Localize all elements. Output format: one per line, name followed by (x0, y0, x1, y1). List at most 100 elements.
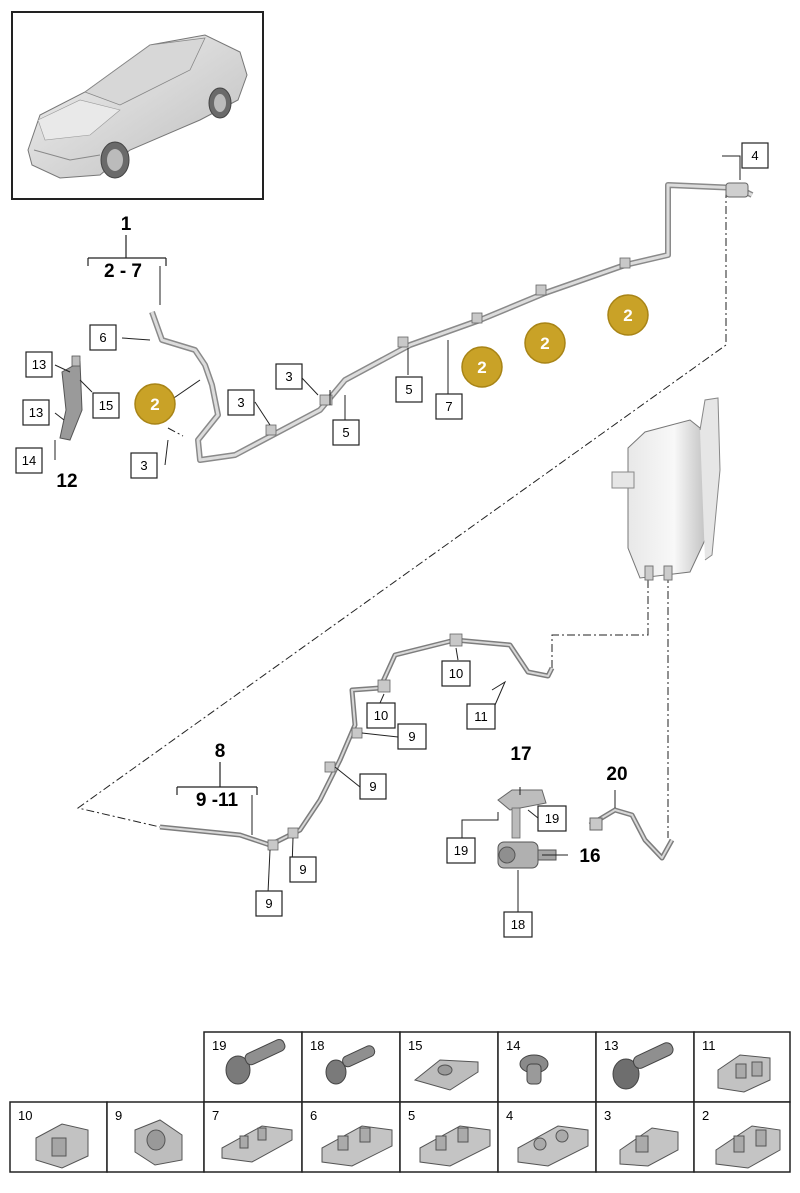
table-cell-number: 13 (604, 1038, 618, 1053)
callout-13-bottom: 13 (22, 399, 50, 426)
assembly-8-range: 9 -11 (196, 790, 239, 811)
callout-18: 18 (503, 911, 533, 938)
callout-5-a: 5 (395, 376, 423, 403)
badge-2-d: 2 (607, 294, 649, 336)
svg-text:2: 2 (477, 358, 486, 377)
callout-9-a: 9 (397, 723, 427, 750)
callout-19-a: 19 (537, 805, 567, 832)
badges: 2 2 2 2 (134, 294, 649, 425)
callout-5-b: 5 (332, 419, 360, 446)
svg-text:9: 9 (408, 729, 415, 744)
svg-text:10: 10 (374, 708, 388, 723)
bracket-12 (59, 355, 83, 441)
leader-lines (54, 155, 741, 912)
pipe-holder-icon (517, 1125, 589, 1167)
callout-6: 6 (89, 324, 117, 351)
upper-pipe-assembly (149, 182, 754, 463)
assembly-12-number: 12 (56, 471, 77, 492)
badge-2-a: 2 (134, 383, 176, 425)
clip-icon (134, 1119, 183, 1166)
svg-text:19: 19 (454, 843, 468, 858)
callout-19-b: 19 (446, 837, 476, 864)
svg-text:14: 14 (22, 453, 36, 468)
callout-4: 4 (741, 142, 769, 169)
clip-nut-icon (413, 1059, 479, 1091)
svg-text:10: 10 (449, 666, 463, 681)
svg-text:2: 2 (540, 334, 549, 353)
lower-pipe-assembly (159, 633, 555, 851)
assembly-16-number: 16 (579, 846, 600, 867)
table-cell-number: 19 (212, 1038, 226, 1053)
callout-9-b: 9 (359, 773, 387, 800)
callout-3-c: 3 (130, 452, 158, 479)
svg-text:5: 5 (405, 382, 412, 397)
svg-text:3: 3 (285, 369, 292, 384)
callout-3-b: 3 (227, 389, 255, 416)
svg-text:3: 3 (237, 395, 244, 410)
svg-text:7: 7 (445, 399, 452, 414)
callout-11: 11 (466, 703, 496, 730)
svg-text:4: 4 (751, 148, 758, 163)
callout-15: 15 (92, 392, 120, 419)
svg-text:9: 9 (265, 896, 272, 911)
svg-text:13: 13 (32, 357, 46, 372)
svg-text:5: 5 (342, 425, 349, 440)
pipe-holder-icon (321, 1125, 393, 1167)
parts-table: 19 18 15 14 13 11 10 9 7 6 5 4 3 2 (9, 1031, 791, 1173)
pipe-holder-icon (419, 1125, 491, 1167)
rivet-icon (519, 1054, 549, 1085)
callout-9-d: 9 (255, 890, 283, 917)
car-illustration (27, 34, 248, 179)
assembly-8-number: 8 (215, 741, 226, 762)
table-cell-number: 3 (604, 1108, 611, 1123)
pipe-holder-icon (619, 1127, 679, 1167)
callout-7: 7 (435, 393, 463, 420)
svg-text:13: 13 (29, 405, 43, 420)
assembly-labels: 1 2 - 7 12 8 9 -11 17 20 16 (56, 214, 627, 867)
svg-text:19: 19 (545, 811, 559, 826)
table-cell-number: 10 (18, 1108, 32, 1123)
callout-10-a: 10 (441, 660, 471, 687)
dash-dot-lines (76, 190, 727, 838)
table-cell-number: 14 (506, 1038, 520, 1053)
bolt-icon (612, 1042, 674, 1090)
table-cell-number: 9 (115, 1108, 122, 1123)
table-cell-number: 15 (408, 1038, 422, 1053)
svg-text:2: 2 (623, 306, 632, 325)
assembly-20-number: 20 (606, 764, 627, 785)
callout-3-a: 3 (275, 363, 303, 390)
svg-text:9: 9 (299, 862, 306, 877)
assembly-1-number: 1 (121, 214, 132, 235)
pipe-holder-icon (221, 1125, 293, 1163)
table-cell-number: 2 (702, 1108, 709, 1123)
bracket-17 (497, 789, 547, 839)
svg-text:15: 15 (99, 398, 113, 413)
svg-text:2: 2 (150, 395, 159, 414)
pipe-20 (588, 807, 675, 861)
vehicle-thumbnail (11, 11, 264, 200)
svg-text:9: 9 (369, 779, 376, 794)
svg-text:3: 3 (140, 458, 147, 473)
bolt-icon (325, 1045, 376, 1085)
assembly-8-bracket (176, 762, 258, 835)
badge-2-c: 2 (524, 322, 566, 364)
callout-13-top: 13 (25, 351, 53, 378)
table-cell-number: 11 (702, 1038, 716, 1053)
clip-icon (35, 1123, 89, 1169)
table-cell-number: 18 (310, 1038, 324, 1053)
callout-10-b: 10 (366, 702, 396, 729)
callout-14: 14 (15, 447, 43, 474)
svg-text:18: 18 (511, 917, 525, 932)
table-cell-number: 5 (408, 1108, 415, 1123)
coolant-tank (611, 397, 721, 581)
table-cell-number: 7 (212, 1108, 219, 1123)
svg-text:6: 6 (99, 330, 106, 345)
table-cell-number: 4 (506, 1108, 513, 1123)
assembly-1-bracket (87, 235, 167, 305)
badge-2-b: 2 (461, 346, 503, 388)
clip-icon (717, 1054, 771, 1093)
assembly-1-range: 2 - 7 (104, 261, 142, 282)
pipe-holder-icon (715, 1125, 781, 1169)
bolt-icon (225, 1038, 286, 1085)
assembly-17-number: 17 (510, 744, 531, 765)
